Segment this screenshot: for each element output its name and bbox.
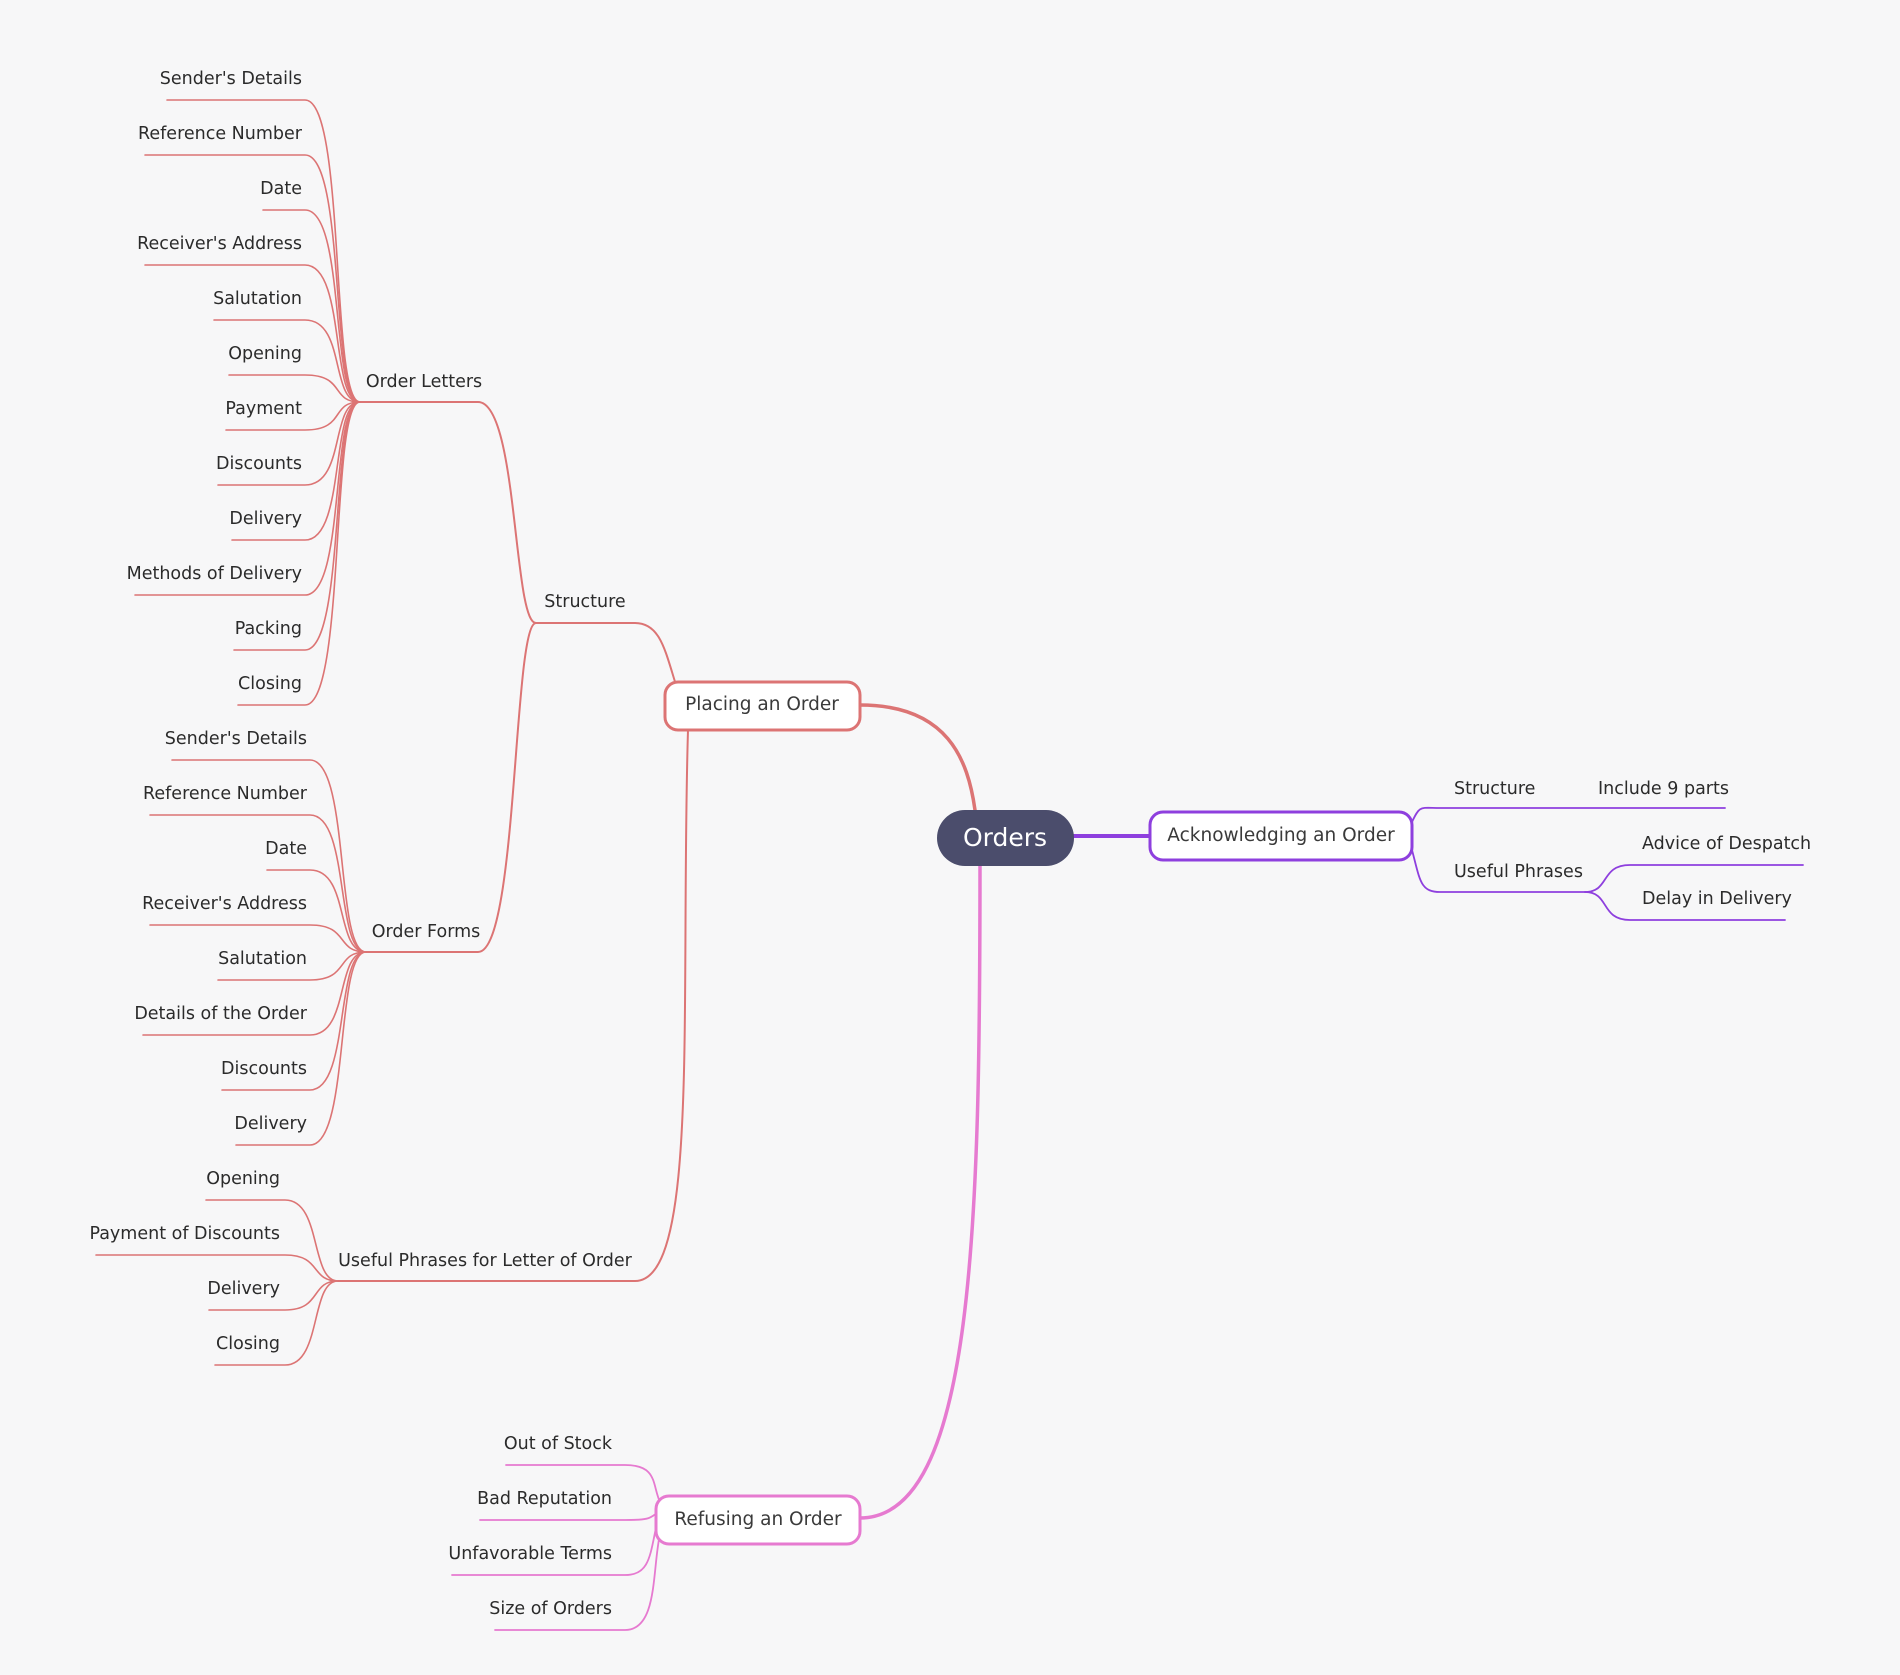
- list-item[interactable]: Discounts: [216, 454, 302, 474]
- list-item[interactable]: Bad Reputation: [477, 1489, 612, 1509]
- edge-root-refusing: [858, 858, 982, 1520]
- list-item[interactable]: Size of Orders: [489, 1599, 612, 1619]
- refusing-items: Out of Stock Bad Reputation Unfavorable …: [448, 1434, 612, 1619]
- topic-placing-an-order[interactable]: Placing an Order: [663, 680, 862, 732]
- list-item[interactable]: Details of the Order: [134, 1004, 307, 1024]
- list-item[interactable]: Packing: [235, 619, 302, 639]
- list-item[interactable]: Salutation: [218, 949, 307, 969]
- list-item[interactable]: Opening: [206, 1169, 280, 1189]
- connector-lines: [95, 99, 1804, 1631]
- subtopic-ack-useful-phrases[interactable]: Useful Phrases: [1454, 862, 1583, 882]
- root-node[interactable]: Orders: [937, 810, 1074, 866]
- list-item[interactable]: Opening: [228, 344, 302, 364]
- edges-acknowledging: [1411, 806, 1804, 921]
- list-item[interactable]: Receiver's Address: [142, 894, 307, 914]
- topic-acknowledging-shape: [1148, 810, 1414, 862]
- order-letters-items: Sender's Details Reference Number Date R…: [127, 69, 303, 694]
- list-item[interactable]: Out of Stock: [504, 1434, 613, 1454]
- list-item[interactable]: Methods of Delivery: [127, 564, 302, 584]
- list-item[interactable]: Reference Number: [143, 784, 308, 804]
- edges-order-letters: [134, 99, 361, 706]
- list-item[interactable]: Receiver's Address: [137, 234, 302, 254]
- list-item[interactable]: Date: [265, 839, 307, 859]
- edge-structure-forms: [359, 622, 537, 953]
- topic-placing-shape: [663, 680, 862, 732]
- list-item[interactable]: Unfavorable Terms: [448, 1544, 612, 1564]
- edge-placing-structure: [535, 622, 677, 686]
- list-item[interactable]: Delivery: [234, 1114, 307, 1134]
- subtopic-structure[interactable]: Structure: [544, 592, 625, 612]
- topic-refusing-label: Refusing an Order: [674, 1509, 842, 1530]
- leaf-include-9-parts[interactable]: Include 9 parts: [1598, 779, 1729, 799]
- list-item[interactable]: Sender's Details: [165, 729, 307, 749]
- root-label: Orders: [963, 823, 1047, 852]
- list-item[interactable]: Payment of Discounts: [89, 1224, 280, 1244]
- list-item[interactable]: Delivery: [229, 509, 302, 529]
- edge-root-placing: [858, 703, 977, 812]
- list-item[interactable]: Sender's Details: [160, 69, 302, 89]
- topic-refusing-shape: [654, 1494, 862, 1546]
- order-forms-items: Sender's Details Reference Number Date R…: [134, 729, 307, 1134]
- useful-phrases-items: Opening Payment of Discounts Delivery Cl…: [89, 1169, 280, 1354]
- leaf-delay-in-delivery[interactable]: Delay in Delivery: [1642, 889, 1792, 909]
- subtopic-ack-structure[interactable]: Structure: [1454, 779, 1535, 799]
- edge-placing-phrases: [337, 729, 689, 1282]
- list-item[interactable]: Reference Number: [138, 124, 303, 144]
- topic-acknowledging-label: Acknowledging an Order: [1167, 825, 1395, 846]
- list-item[interactable]: Date: [260, 179, 302, 199]
- subtopic-order-letters[interactable]: Order Letters: [366, 372, 482, 392]
- list-item[interactable]: Discounts: [221, 1059, 307, 1079]
- edge-structure-letters: [359, 401, 537, 624]
- topic-acknowledging-an-order[interactable]: Acknowledging an Order: [1148, 810, 1414, 862]
- root-node-shape: [937, 810, 1074, 866]
- list-item[interactable]: Salutation: [213, 289, 302, 309]
- edges-order-forms: [142, 759, 367, 1146]
- leaf-advice-of-despatch[interactable]: Advice of Despatch: [1642, 834, 1811, 854]
- topic-placing-label: Placing an Order: [685, 694, 839, 715]
- topic-refusing-an-order[interactable]: Refusing an Order: [654, 1494, 862, 1546]
- edges-useful-phrases: [95, 1199, 339, 1366]
- subtopic-useful-phrases-letter[interactable]: Useful Phrases for Letter of Order: [338, 1251, 633, 1271]
- list-item[interactable]: Payment: [225, 399, 302, 419]
- list-item[interactable]: Closing: [216, 1334, 280, 1354]
- list-item[interactable]: Closing: [238, 674, 302, 694]
- list-item[interactable]: Delivery: [207, 1279, 280, 1299]
- subtopic-order-forms[interactable]: Order Forms: [372, 922, 481, 942]
